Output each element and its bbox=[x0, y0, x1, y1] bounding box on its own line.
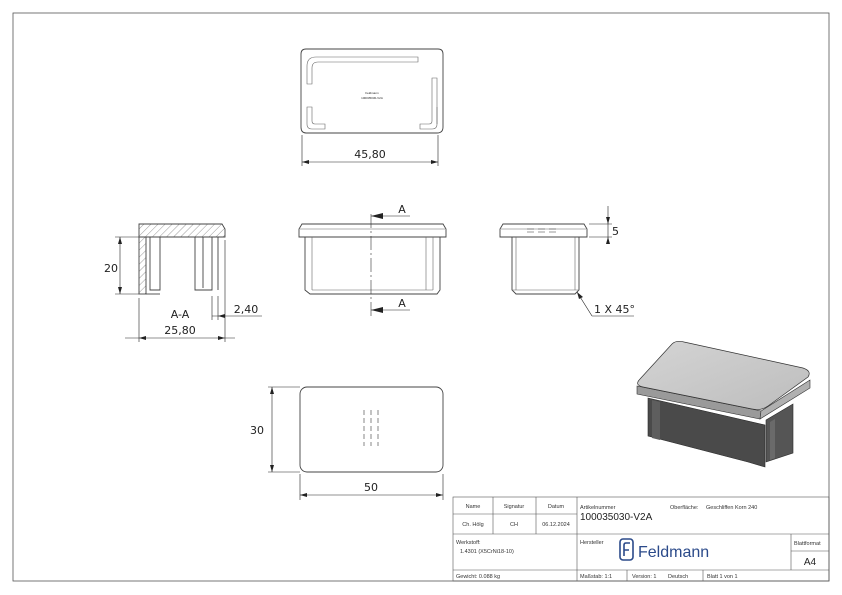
section-label: A-A bbox=[171, 308, 190, 321]
dim-chamfer: 1 X 45° bbox=[594, 303, 635, 316]
label-hersteller: Hersteller bbox=[580, 540, 604, 546]
value-blattformat: A4 bbox=[804, 557, 817, 568]
dim-section-wall: 2,40 bbox=[234, 303, 259, 316]
value-version: Version: 1 bbox=[632, 574, 656, 580]
value-sprache: Deutsch bbox=[668, 574, 688, 580]
value-artikelnummer: 100035030-V2A bbox=[580, 512, 653, 523]
dim-bottom-height: 30 bbox=[250, 424, 264, 437]
dim-section-height: 20 bbox=[104, 262, 118, 275]
value-gewicht: Gewicht: 0.088 kg bbox=[456, 574, 500, 580]
value-name: Ch. Hölg bbox=[462, 522, 483, 528]
dim-top-width: 45,80 bbox=[354, 148, 386, 161]
section-mark-top: A bbox=[398, 203, 406, 216]
value-blatt: Blatt 1 von 1 bbox=[707, 574, 738, 580]
isometric-view bbox=[636, 340, 811, 468]
section-view-a-a: 20 A-A 2,40 25,80 bbox=[104, 223, 262, 342]
brand-name: Feldmann bbox=[638, 544, 709, 561]
label-artikelnummer: Artikelnummer bbox=[580, 505, 616, 511]
value-signatur: CH bbox=[510, 522, 518, 528]
drawing-frame bbox=[12, 12, 830, 582]
title-block: Name Signatur Datum Ch. Hölg CH 06.12.20… bbox=[452, 496, 830, 582]
dim-bottom-width: 50 bbox=[364, 481, 378, 494]
value-werkstoff: 1.4301 (X5CrNi18-10) bbox=[460, 549, 514, 555]
side-view: 5 1 X 45° bbox=[499, 206, 635, 317]
value-datum: 06.12.2024 bbox=[542, 522, 570, 528]
label-datum: Datum bbox=[548, 504, 565, 510]
value-oberflaeche: Geschliffen Korn 240 bbox=[706, 505, 757, 511]
dim-section-width: 25,80 bbox=[164, 324, 196, 337]
label-blattformat: Blattformat bbox=[794, 541, 821, 547]
front-view: A A bbox=[298, 203, 447, 316]
section-mark-bottom: A bbox=[398, 297, 406, 310]
label-name: Name bbox=[466, 504, 481, 510]
value-massstab: Maßstab: 1:1 bbox=[580, 574, 612, 580]
dim-side-height: 5 bbox=[612, 225, 619, 238]
label-werkstoff: Werkstoff: bbox=[456, 540, 481, 546]
feldmann-logo-icon bbox=[619, 538, 634, 561]
label-oberflaeche: Oberfläche: bbox=[670, 505, 699, 511]
part-marking-line2: 100035030-V2A bbox=[361, 96, 383, 100]
part-marking-line1: Feldmann bbox=[365, 91, 379, 95]
bottom-view: 30 50 bbox=[250, 386, 444, 500]
label-signatur: Signatur bbox=[504, 504, 525, 510]
top-view: Feldmann 100035030-V2A 45,80 bbox=[300, 48, 444, 166]
